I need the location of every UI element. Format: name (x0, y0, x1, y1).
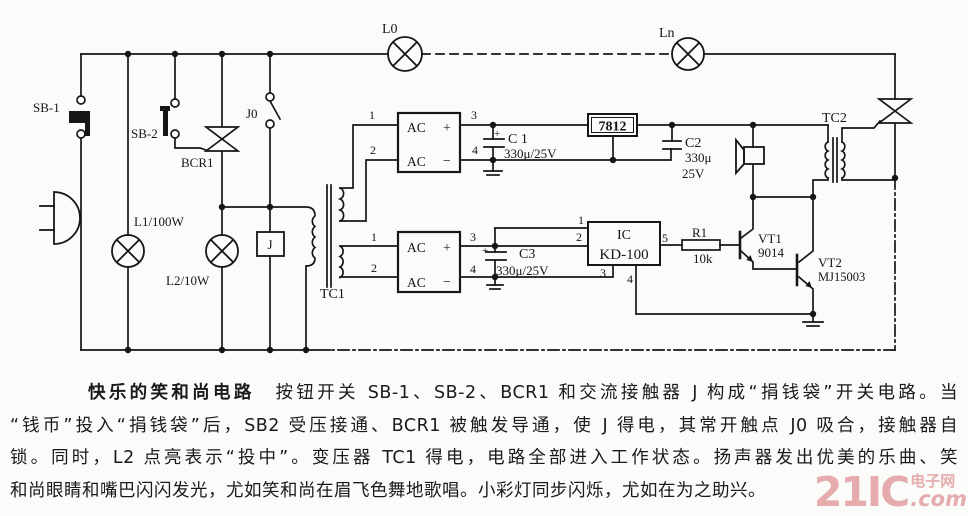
pin-label: 3 (470, 230, 476, 244)
pin-label: 1 (578, 213, 584, 227)
pin-label: 2 (576, 230, 582, 244)
lamp-l2-icon (205, 234, 239, 268)
label-j0: J0 (246, 106, 258, 121)
pushbutton-sb1-icon (69, 95, 90, 139)
label-vt1: VT1 (758, 231, 782, 246)
pin-label: 2 (370, 143, 376, 157)
pin-label: 1 (369, 108, 375, 122)
contact-j0-icon (265, 92, 275, 129)
pin-label: 1 (371, 230, 377, 244)
minus-label: − (443, 275, 451, 290)
lamp-l0-icon (387, 36, 423, 72)
label-c1-polarity: + (494, 128, 500, 140)
pin-label: 2 (371, 261, 377, 275)
label-vt2: VT2 (818, 255, 842, 270)
label-tc1: TC1 (320, 287, 345, 302)
caption-line-1-text: 按钮开关 SB-1、SB-2、BCR1 和交流接触器 J 构成“捐钱袋”开关电路… (254, 383, 959, 403)
pin-label: 4 (627, 272, 633, 286)
label-c1: C 1 (508, 132, 528, 147)
label-l0: L0 (382, 22, 398, 37)
label-c1-value: 330μ/25V (504, 146, 557, 161)
ac-label: AC (407, 120, 426, 135)
plus-label: + (443, 241, 451, 256)
ic-name-label: IC (617, 228, 631, 243)
label-c3: C3 (519, 247, 535, 262)
lamp-l1-icon (111, 234, 145, 268)
label-c2-voltage: 25V (682, 166, 705, 181)
resistor-r1-icon (681, 239, 721, 251)
label-ln: Ln (659, 26, 675, 41)
junction-dots (124, 50, 899, 354)
regulator-7812: 7812 (587, 113, 638, 137)
label-vt1-model: 9014 (758, 245, 785, 260)
minus-label: − (443, 154, 451, 169)
label-l2: L2/10W (166, 273, 210, 288)
rectifier-block-2: AC + AC − (396, 230, 462, 294)
label-tc2: TC2 (822, 111, 847, 126)
label-bcr1: BCR1 (181, 155, 214, 170)
label-c3-value: 330μ/25V (496, 263, 549, 278)
ac-label: AC (407, 154, 426, 169)
speaker-icon (735, 137, 765, 176)
ic-model-label: KD-100 (599, 247, 648, 263)
caption-line-2: “钱币”投入“捐钱袋”后，SB2 受压接通、BCR1 被触发导通，使 J 得电，… (10, 415, 958, 436)
plus-label: + (443, 121, 451, 136)
pin-label: 4 (470, 262, 476, 276)
relay-j-label: J (267, 237, 272, 252)
vt1-emitter-arrow-icon (746, 255, 753, 262)
label-r1: R1 (692, 225, 707, 240)
pin-label: 4 (472, 143, 478, 157)
caption-line-3: 锁。同时，L2 点亮表示“投中”。变压器 TC1 得电，电路全部进入工作状态。扬… (10, 448, 959, 469)
mains-plug-icon (39, 191, 81, 245)
label-c3-polarity: + (482, 245, 488, 257)
pin-number-labels: 1 2 3 4 1 2 3 4 1 2 3 4 5 (369, 108, 668, 286)
pin-label: 3 (471, 108, 477, 122)
pin-label: 5 (662, 231, 668, 245)
wires (80, 53, 896, 351)
pushbutton-sb2-icon (160, 98, 180, 139)
caption-line-1: 快乐的笑和尚电路 按钮开关 SB-1、SB-2、BCR1 和交流接触器 J 构成… (10, 377, 958, 410)
caption-text: 快乐的笑和尚电路 按钮开关 SB-1、SB-2、BCR1 和交流接触器 J 构成… (10, 377, 958, 507)
ac-label: AC (407, 275, 426, 290)
regulator-label: 7812 (599, 120, 627, 135)
label-c2-value: 330μ (685, 150, 712, 165)
label-sb2: SB-2 (131, 126, 158, 141)
ic-kd100: IC KD-100 (587, 221, 661, 266)
label-c2: C2 (685, 136, 701, 151)
relay-coil-j: J (256, 231, 285, 257)
label-l1: L1/100W (134, 214, 185, 229)
triac-output-icon (876, 98, 914, 124)
pin-label: 3 (600, 266, 606, 280)
caption-line-4: 和尚眼睛和嘴巴闪闪发光，尤如笑和尚在眉飞色舞地歌唱。小彩灯同步闪烁，尤如在为之助… (10, 480, 766, 501)
circuit-diagram: J AC + AC − AC + AC − 7812 IC KD-100 (33, 22, 914, 354)
lamp-ln-icon (671, 37, 705, 71)
component-labels: SB-1 SB-2 BCR1 J0 L0 Ln L1/100W L2/10W T… (33, 22, 865, 302)
label-vt2-model: MJ15003 (818, 270, 865, 284)
ac-label: AC (407, 240, 426, 255)
rectifier-block-1: AC + AC − (396, 111, 462, 174)
vt2-emitter-arrow-icon (805, 281, 812, 288)
label-r1-value: 10k (693, 251, 713, 266)
label-sb1: SB-1 (33, 100, 60, 115)
triac-bcr1-icon (203, 126, 241, 152)
caption-title: 快乐的笑和尚电路 (88, 383, 255, 403)
